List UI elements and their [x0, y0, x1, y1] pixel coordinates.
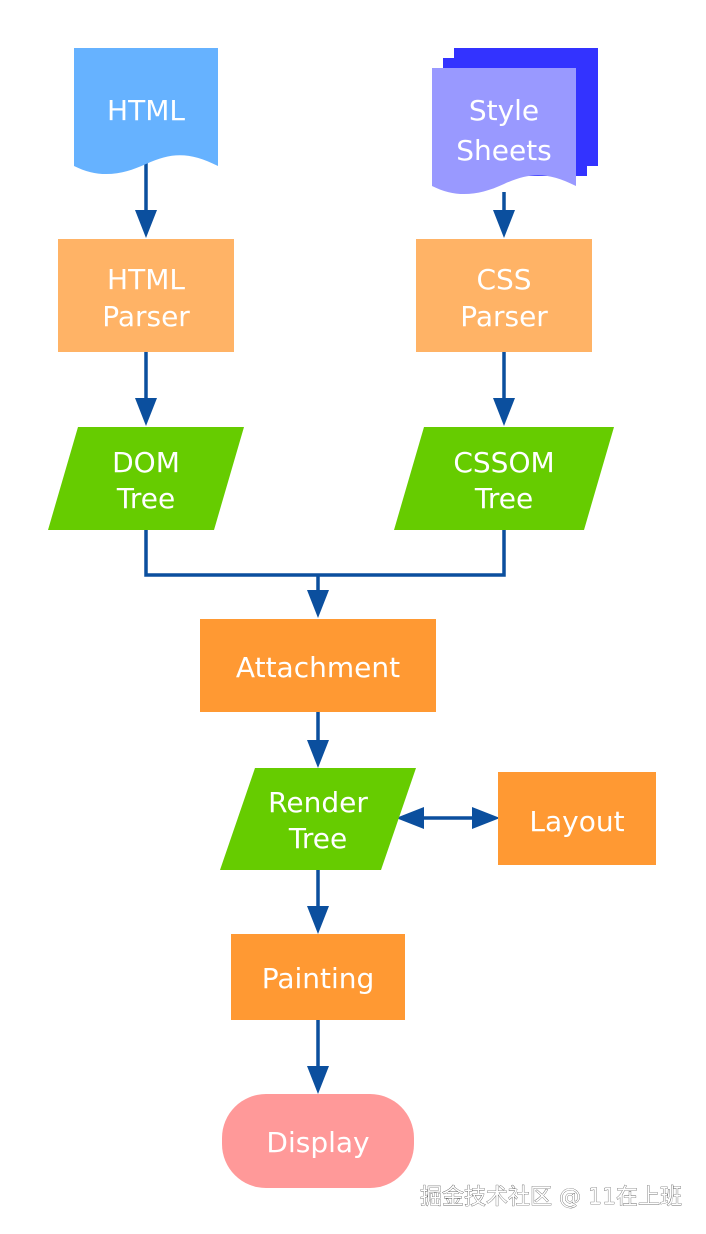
- painting-box: [231, 934, 405, 1020]
- painting-node: Painting: [231, 934, 405, 1020]
- dom-tree-node: DOM Tree: [48, 427, 244, 530]
- attachment-label: Attachment: [236, 651, 400, 684]
- arrowhead-attachment: [307, 590, 329, 618]
- style-sheets-node: Style Sheets: [432, 48, 598, 195]
- painting-label: Painting: [262, 962, 375, 995]
- html-parser-node: HTML Parser: [58, 239, 234, 352]
- style-sheets-front-page: [432, 68, 576, 195]
- display-label: Display: [266, 1126, 369, 1159]
- html-parser-label-line1: HTML: [107, 263, 185, 296]
- style-sheets-label-line2: Sheets: [456, 134, 552, 167]
- html-document-label: HTML: [107, 94, 185, 127]
- arrowhead-render-tree-left: [396, 807, 424, 829]
- render-tree-shape: [220, 768, 416, 870]
- layout-box: [498, 772, 656, 865]
- arrowhead-display: [307, 1066, 329, 1094]
- css-parser-node: CSS Parser: [416, 239, 592, 352]
- html-parser-box: [58, 239, 234, 352]
- render-tree-node: Render Tree: [220, 768, 416, 870]
- attachment-box: [200, 619, 436, 712]
- arrowhead-css-parser: [493, 210, 515, 238]
- dom-tree-shape: [48, 427, 244, 530]
- dom-tree-label-line1: DOM: [112, 446, 180, 479]
- html-document-shape: [74, 48, 218, 175]
- css-parser-label-line2: Parser: [460, 300, 548, 333]
- attachment-node: Attachment: [200, 619, 436, 712]
- layout-label: Layout: [529, 805, 624, 838]
- arrowhead-cssom-tree: [493, 398, 515, 426]
- render-tree-label-line1: Render: [268, 786, 368, 819]
- edges: [135, 162, 515, 1094]
- arrowhead-dom-tree: [135, 398, 157, 426]
- cssom-tree-label-line2: Tree: [474, 482, 533, 515]
- cssom-tree-label-line1: CSSOM: [453, 446, 554, 479]
- arrowhead-layout: [472, 807, 500, 829]
- css-parser-box: [416, 239, 592, 352]
- arrowhead-render-tree: [307, 740, 329, 768]
- arrowhead-painting: [307, 906, 329, 934]
- style-sheets-label-line1: Style: [469, 94, 539, 127]
- edge-cssom-tree-to-attachment: [318, 530, 506, 577]
- html-parser-label-line2: Parser: [102, 300, 190, 333]
- layout-node: Layout: [498, 772, 656, 865]
- edge-dom-tree-to-attachment: [144, 530, 318, 577]
- arrowhead-html-parser: [135, 210, 157, 238]
- css-parser-label-line1: CSS: [476, 263, 531, 296]
- display-node: Display: [222, 1094, 414, 1188]
- dom-tree-label-line2: Tree: [116, 482, 175, 515]
- render-tree-label-line2: Tree: [288, 822, 347, 855]
- html-document-node: HTML: [74, 48, 218, 175]
- cssom-tree-shape: [394, 427, 614, 530]
- cssom-tree-node: CSSOM Tree: [394, 427, 614, 530]
- display-shape: [222, 1094, 414, 1188]
- watermark-text: 掘金技术社区 @ 11在上班: [420, 1185, 682, 1210]
